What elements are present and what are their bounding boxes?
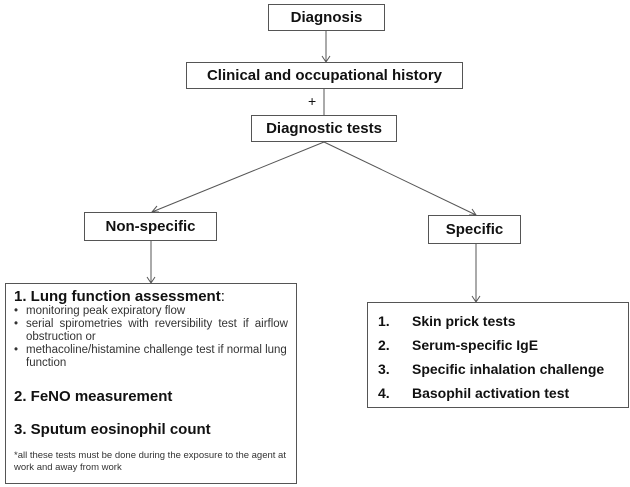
plus-sign: + — [308, 93, 317, 109]
diagnostic-tests-label: Diagnostic tests — [266, 120, 382, 137]
arrow-tests-nonspecific — [151, 141, 325, 213]
specific-test-item: 4.Basophil activation test — [378, 385, 570, 401]
specific-box: Specific — [428, 215, 521, 244]
nonspecific-tests-box: 1. Lung function assessment: •monitoring… — [5, 283, 297, 484]
diagnostic-tests-box: Diagnostic tests — [251, 115, 397, 142]
nonspecific-box: Non-specific — [84, 212, 217, 241]
history-label: Clinical and occupational history — [206, 67, 443, 84]
bullet-item: •serial spirometries with reversibility … — [14, 318, 288, 343]
arrow-tests-specific — [323, 141, 477, 216]
specific-test-item: 2.Serum-specific IgE — [378, 337, 539, 353]
specific-test-item: 3.Specific inhalation challenge — [378, 361, 605, 377]
diagnosis-box: Diagnosis — [268, 4, 385, 31]
feno-item: 2. FeNO measurement — [14, 388, 173, 405]
footnote: *all these tests must be done during the… — [14, 450, 286, 473]
bullet-item: •methacoline/histamine challenge test if… — [14, 344, 287, 369]
nonspecific-label: Non-specific — [105, 218, 196, 235]
specific-tests-box: 1.Skin prick tests 2.Serum-specific IgE … — [367, 302, 629, 408]
sputum-item: 3. Sputum eosinophil count — [14, 421, 211, 438]
specific-label: Specific — [445, 221, 504, 238]
lung-function-title: 1. Lung function assessment: — [14, 288, 225, 305]
history-box: Clinical and occupational history — [186, 62, 463, 89]
diagnosis-label: Diagnosis — [290, 9, 363, 26]
specific-test-item: 1.Skin prick tests — [378, 313, 516, 329]
bullet-item: •monitoring peak expiratory flow — [14, 305, 186, 317]
